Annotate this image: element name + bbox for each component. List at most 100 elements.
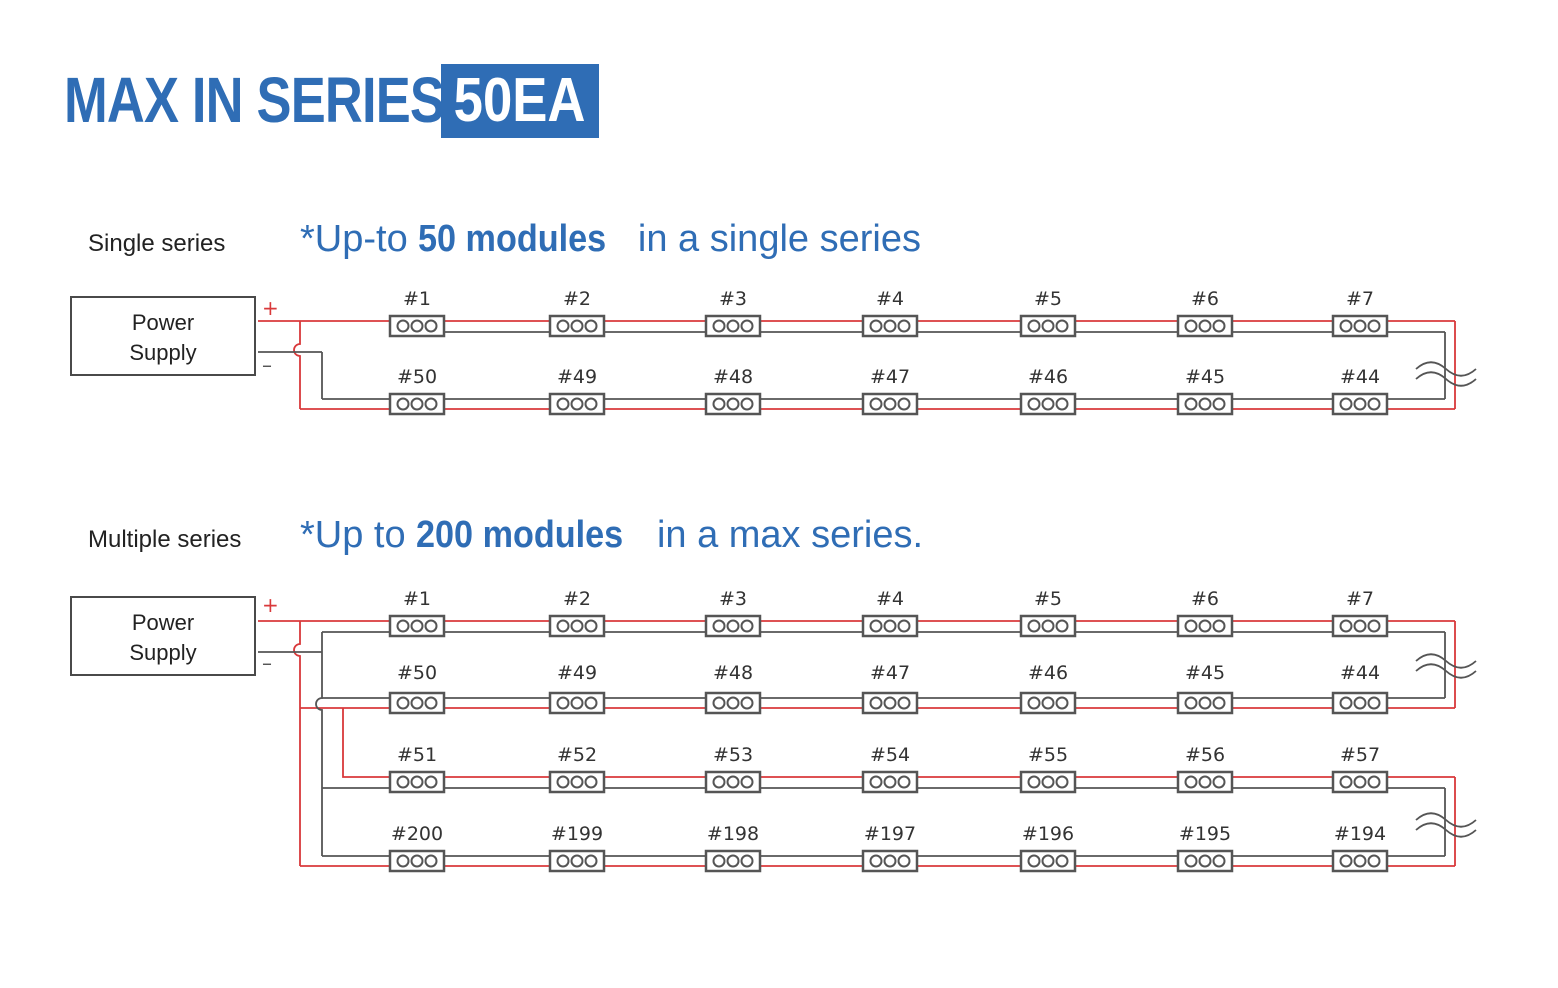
module-number-label: #3 — [719, 588, 747, 610]
module-number-label: #7 — [1346, 588, 1374, 610]
led-diode — [1041, 619, 1055, 633]
module-number-label: #197 — [864, 823, 916, 845]
led-diode — [1027, 619, 1041, 633]
led-diode — [1212, 775, 1226, 789]
break-symbol — [1415, 361, 1477, 377]
led-diode — [1055, 319, 1069, 333]
led-diode — [1212, 619, 1226, 633]
led-diode — [1198, 854, 1212, 868]
led-diode — [584, 854, 598, 868]
module-number-label: #47 — [870, 366, 910, 388]
module-number-label: #4 — [876, 288, 904, 310]
led-diode — [424, 696, 438, 710]
led-diode — [556, 619, 570, 633]
led-diode — [897, 696, 911, 710]
led-diode — [1198, 619, 1212, 633]
module-number-label: #47 — [870, 662, 910, 684]
led-diode — [1041, 696, 1055, 710]
led-diode — [1027, 397, 1041, 411]
led-diode — [1339, 696, 1353, 710]
led-diode — [1198, 397, 1212, 411]
module-number-label: #2 — [563, 288, 591, 310]
single-series-label: Single series — [88, 230, 226, 257]
led-diode — [570, 775, 584, 789]
module-number-label: #50 — [397, 366, 437, 388]
module-number-label: #4 — [876, 588, 904, 610]
led-diode — [584, 696, 598, 710]
multiple-series-label: Multiple series — [88, 526, 242, 553]
module-number-label: #198 — [707, 823, 759, 845]
led-diode — [869, 319, 883, 333]
led-diode — [424, 319, 438, 333]
power-supply-line2: Supply — [129, 640, 197, 665]
led-diode — [1198, 775, 1212, 789]
module-number-label: #6 — [1191, 588, 1219, 610]
led-diode — [1353, 775, 1367, 789]
break-symbol — [1415, 653, 1477, 669]
led-diode — [726, 619, 740, 633]
module-number-label: #5 — [1034, 588, 1062, 610]
led-diode — [1367, 696, 1381, 710]
module-number-label: #55 — [1028, 744, 1068, 766]
module-number-label: #52 — [557, 744, 597, 766]
led-diode — [1367, 775, 1381, 789]
led-diode — [869, 696, 883, 710]
module-number-label: #1 — [403, 288, 431, 310]
multiple-note-bold: 200 modules — [416, 514, 624, 556]
module-number-label: #48 — [713, 662, 753, 684]
led-diode — [1353, 619, 1367, 633]
led-diode — [740, 854, 754, 868]
break-symbol — [1415, 822, 1477, 838]
led-diode — [570, 319, 584, 333]
led-diode — [726, 775, 740, 789]
led-diode — [1353, 854, 1367, 868]
module-number-label: #7 — [1346, 288, 1374, 310]
led-diode — [1339, 619, 1353, 633]
led-diode — [726, 854, 740, 868]
module-number-label: #44 — [1340, 662, 1380, 684]
led-diode — [1212, 854, 1226, 868]
led-diode — [424, 619, 438, 633]
led-diode — [410, 775, 424, 789]
module-number-label: #1 — [403, 588, 431, 610]
led-diode — [1367, 397, 1381, 411]
led-diode — [584, 397, 598, 411]
led-diode — [897, 619, 911, 633]
minus-terminal-label: – — [262, 651, 272, 675]
minus-terminal-label: – — [262, 353, 272, 377]
led-diode — [1041, 397, 1055, 411]
led-diode — [1339, 775, 1353, 789]
led-diode — [740, 619, 754, 633]
positive-bus — [293, 621, 301, 866]
led-diode — [740, 696, 754, 710]
multiple-power-supply: Power Supply — [70, 596, 256, 676]
break-symbol — [1415, 812, 1477, 828]
module-number-label: #45 — [1185, 366, 1225, 388]
led-diode — [740, 397, 754, 411]
led-diode — [1184, 319, 1198, 333]
single-series-note: *Up-to 50 modules in a single series — [300, 218, 921, 261]
led-diode — [1041, 319, 1055, 333]
module-number-label: #3 — [719, 288, 747, 310]
multiple-note-suffix: in a max series. — [646, 514, 924, 556]
led-diode — [570, 397, 584, 411]
led-diode — [897, 319, 911, 333]
multiple-series-note: *Up to 200 modules in a max series. — [300, 514, 923, 557]
module-number-label: #45 — [1185, 662, 1225, 684]
led-diode — [396, 775, 410, 789]
led-diode — [1353, 319, 1367, 333]
led-diode — [396, 319, 410, 333]
module-number-label: #54 — [870, 744, 910, 766]
led-diode — [1027, 696, 1041, 710]
led-diode — [1027, 775, 1041, 789]
led-diode — [1212, 696, 1226, 710]
module-number-label: #6 — [1191, 288, 1219, 310]
single-note-prefix: *Up-to — [300, 218, 419, 260]
positive-return-wire — [293, 321, 301, 409]
plus-terminal-label: + — [262, 296, 279, 320]
led-diode — [1198, 696, 1212, 710]
multiple-note-prefix: *Up to — [300, 514, 417, 556]
led-diode — [396, 619, 410, 633]
led-diode — [897, 397, 911, 411]
module-number-label: #44 — [1340, 366, 1380, 388]
